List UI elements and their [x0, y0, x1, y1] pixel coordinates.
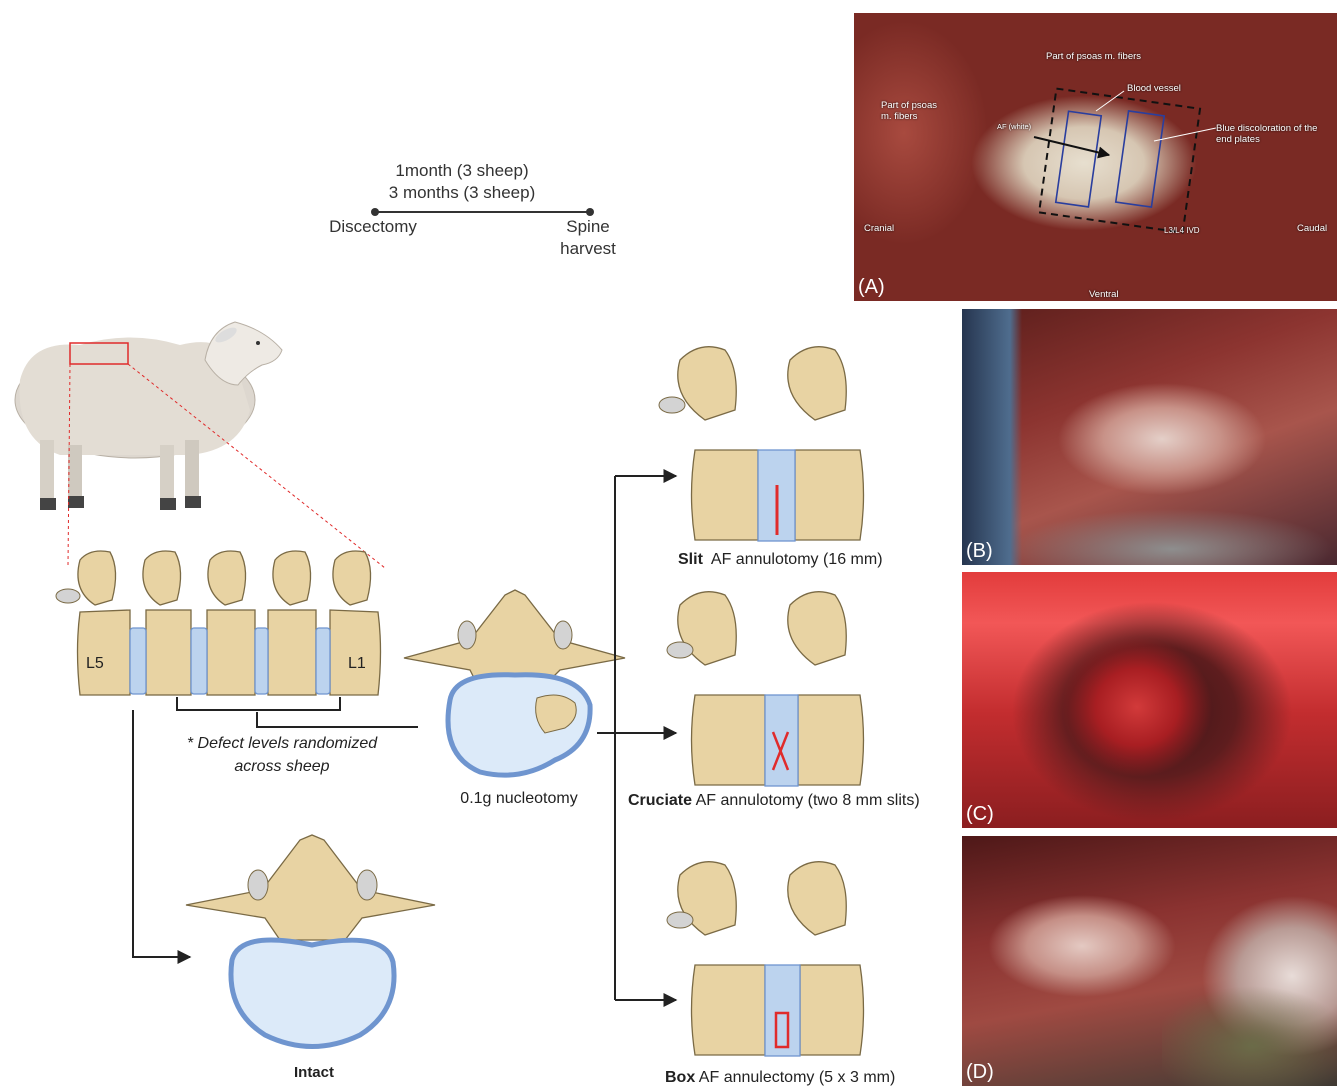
- box-label-rest: AF annulectomy (5 x 3 mm): [699, 1069, 896, 1086]
- slit-label-bold: Slit: [678, 551, 703, 568]
- intact-label: Intact: [294, 1064, 334, 1081]
- photo-b: (B): [962, 309, 1337, 565]
- spine-label-l5: L5: [86, 655, 104, 672]
- nucleotomy-vertebra: [404, 590, 625, 775]
- photo-a-tag: (A): [858, 276, 885, 299]
- photo-d: (D): [962, 836, 1337, 1086]
- cruciate-vertebrae: [667, 592, 864, 786]
- photo-b-tag: (B): [966, 540, 993, 563]
- diagram-canvas: L5 L1 * Defect levels randomized across …: [0, 0, 960, 1086]
- photo-a-left-label: Part of psoas m. fibers: [881, 100, 939, 122]
- defect-note-line2: across sheep: [234, 758, 329, 775]
- spine-label-l1: L1: [348, 655, 366, 672]
- photo-a-ventral-label: Ventral: [1089, 289, 1119, 300]
- photo-a-blood-vessel-label: Blood vessel: [1127, 83, 1181, 94]
- photo-a-blue-label: Blue discoloration of the end plates: [1216, 123, 1334, 145]
- box-label: Box AF annulectomy (5 x 3 mm): [665, 1069, 895, 1087]
- box-vertebrae: [667, 862, 864, 1056]
- photo-a-cranial-label: Cranial: [864, 223, 894, 234]
- photo-a-caudal-label: Caudal: [1297, 223, 1327, 234]
- nucleotomy-label: 0.1g nucleotomy: [460, 790, 577, 807]
- arrow-to-intact: [133, 710, 190, 957]
- cruciate-label: Cruciate AF annulotomy (two 8 mm slits): [628, 792, 920, 810]
- slit-label-rest: AF annulotomy (16 mm): [711, 551, 883, 568]
- lumbar-spine: [56, 551, 381, 695]
- cruciate-label-rest: AF annulotomy (two 8 mm slits): [696, 792, 920, 809]
- photo-a: Part of psoas m. fibers Part of psoas m.…: [854, 13, 1337, 301]
- defect-note-line1: * Defect levels randomized: [187, 735, 378, 752]
- photo-c-tag: (C): [966, 803, 994, 826]
- cruciate-label-bold: Cruciate: [628, 792, 692, 809]
- photo-d-tag: (D): [966, 1061, 994, 1084]
- box-label-bold: Box: [665, 1069, 695, 1086]
- photo-a-top-label: Part of psoas m. fibers: [1046, 51, 1141, 62]
- slit-vertebrae: [659, 347, 864, 541]
- photo-a-ivd-label: L3/L4 IVD: [1164, 225, 1200, 236]
- slit-label: Slit AF annulotomy (16 mm): [678, 551, 883, 569]
- sheep-illustration: [15, 322, 282, 510]
- photo-a-af-label: AF (white): [997, 121, 1031, 132]
- photo-c: (C): [962, 572, 1337, 828]
- intact-vertebra: [186, 835, 435, 1047]
